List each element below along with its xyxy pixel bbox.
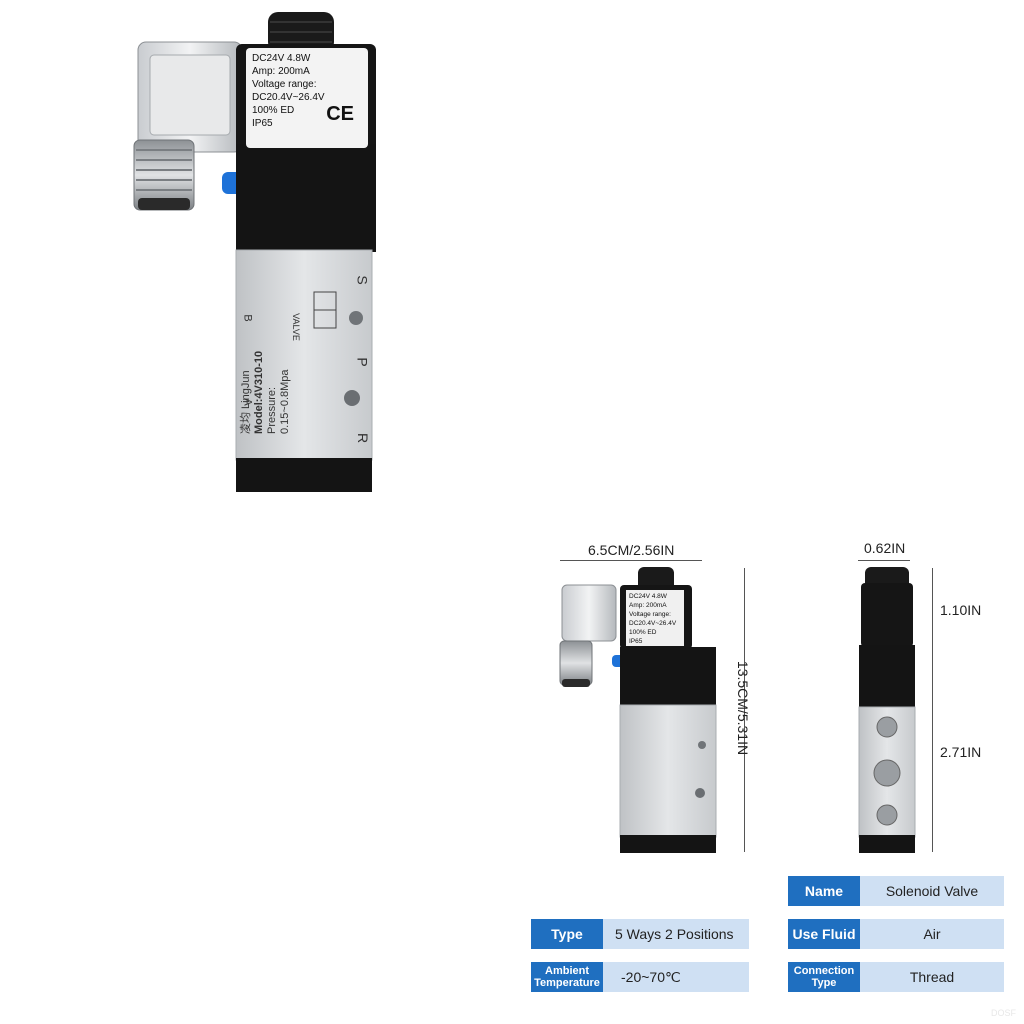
pressure-label: Pressure: [266,386,278,434]
port-a-label: A [241,398,254,406]
height-dimension-label: 13.5CM/5.31IN [735,660,752,756]
spec-val-name: Solenoid Valve [860,876,1004,906]
coil-small-line6: IP65 [629,638,643,645]
coil-line4: DC20.4V~26.4V [252,92,325,103]
spec-row-temp: Ambient Temperature -20~70℃ [531,962,749,992]
watermark: DOSF [990,1008,1016,1018]
coil-line2: Amp: 200mA [252,66,310,77]
valve-word: VALVE [290,313,301,341]
body-height-line [932,646,933,852]
coil-small-line5: 100% ED [629,629,657,636]
coil-line6: IP65 [252,118,273,129]
spec-key-fluid: Use Fluid [788,919,860,949]
port-s-label: S [354,275,371,285]
coil-line5: 100% ED [252,105,295,116]
depth-dimension-label: 0.62IN [864,540,906,556]
spec-val-conn: Thread [860,962,1004,992]
coil-small-line2: Amp: 200mA [629,602,667,609]
valve-body-text: 凌均 LingJun Model:4V310-10 Pressure: 0.15… [240,260,292,440]
pressure-value: 0.15~0.8Mpa [279,369,291,434]
valve-side-image [858,567,916,853]
width-dimension-label: 6.5CM/2.56IN [588,542,675,558]
depth-dimension-line [858,560,910,561]
width-dimension-line [560,560,702,561]
port-p-label: P [354,357,371,367]
coil-line1: DC24V 4.8W [252,53,311,64]
spec-key-conn: Connection Type [788,962,860,992]
spec-row-name: Name Solenoid Valve [788,876,1004,906]
coil-small-line3: Voltage range: [629,611,671,618]
body-text-large [280,140,360,290]
spec-row-type: Type 5 Ways 2 Positions [531,919,749,949]
body-height-label: 2.71IN [940,744,982,760]
coil-small-line4: DC20.4V~26.4V [629,620,677,627]
coil-line3: Voltage range: [252,79,317,90]
coil-height-line [932,568,933,646]
coil-small-line1: DC24V 4.8W [629,593,667,600]
height-dimension-line [744,568,745,852]
brand-text: 凌均 LingJun [240,370,252,434]
spec-key-temp: Ambient Temperature [531,962,603,992]
port-r-label: R [355,432,372,444]
coil-height-label: 1.10IN [940,602,982,618]
port-b-label: B [241,314,254,322]
coil-label-large: DC24V 4.8W Amp: 200mA Voltage range: DC2… [246,48,368,148]
ce-mark: CE [326,103,354,125]
spec-val-type: 5 Ways 2 Positions [603,919,749,949]
spec-row-fluid: Use Fluid Air [788,919,1004,949]
coil-label-small: DC24V 4.8W Amp: 200mA Voltage range: DC2… [626,590,684,646]
spec-key-type: Type [531,919,603,949]
spec-row-conn: Connection Type Thread [788,962,1004,992]
spec-val-fluid: Air [860,919,1004,949]
model-text: Model:4V310-10 [253,350,265,434]
spec-key-name: Name [788,876,860,906]
spec-val-temp: -20~70℃ [603,962,749,992]
